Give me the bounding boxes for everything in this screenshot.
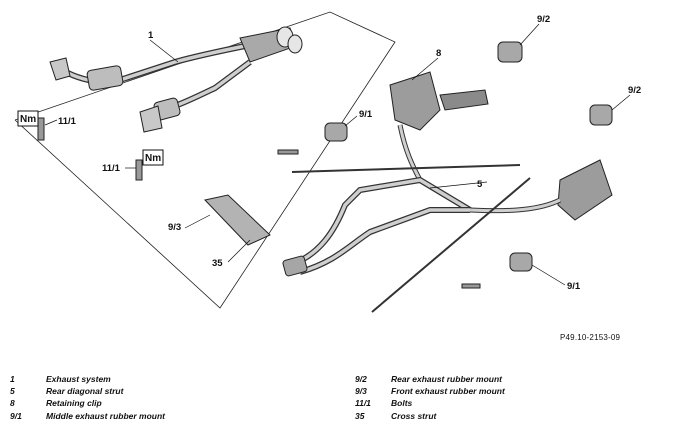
callout-11-1-upper: 11/1 <box>58 116 77 127</box>
torque-label-upper: Nm <box>20 114 36 125</box>
legend-text: Rear exhaust rubber mount <box>391 374 502 384</box>
legend-text: Retaining clip <box>46 398 102 409</box>
legend-item: 9/1 Middle exhaust rubber mount <box>10 410 165 422</box>
rear-silencer-left <box>389 71 489 182</box>
callout-9-1-lower: 9/1 <box>567 281 581 292</box>
legend-item: 11/1 Bolts <box>355 397 505 409</box>
exhaust-system-diagram: 1 8 9/2 9/2 9/1 5 9/1 9/3 35 11/1 11/1 N… <box>14 11 641 313</box>
legend-item: 8 Retaining clip <box>10 397 165 409</box>
legend-text: Rear diagonal strut <box>46 386 124 397</box>
reference-code: P49.10-2153-09 <box>560 333 621 342</box>
callout-9-3: 9/3 <box>168 222 181 233</box>
callout-9-2-right: 9/2 <box>628 85 641 96</box>
callout-9-1-middle: 9/1 <box>359 109 373 120</box>
legend-number: 5 <box>10 386 15 397</box>
legend-item: 5 Rear diagonal strut <box>10 385 165 397</box>
bolts <box>37 117 481 289</box>
diagonal-struts <box>291 164 531 313</box>
legend-number: 8 <box>10 398 15 409</box>
legend-number: 9/3 <box>355 386 367 397</box>
legend-text: Bolts <box>391 398 413 409</box>
callout-35: 35 <box>212 258 223 269</box>
legend-left: 1 Exhaust system 5 Rear diagonal strut 8… <box>10 373 165 422</box>
callout-11-1-lower: 11/1 <box>102 163 121 174</box>
leader-lines <box>44 23 631 286</box>
legend-number: 1 <box>10 374 15 384</box>
rear-silencer-right <box>469 159 613 221</box>
legend-text: Exhaust system <box>46 374 111 384</box>
callout-8: 8 <box>436 48 441 59</box>
front-pipe-assembly <box>49 26 303 133</box>
callout-9-2-top: 9/2 <box>537 14 550 25</box>
legend-number: 35 <box>355 410 365 421</box>
legend-number: 9/1 <box>10 410 22 421</box>
callout-5: 5 <box>477 179 483 190</box>
legend-text: Cross strut <box>391 410 437 421</box>
legend-item: 35 Cross strut <box>355 410 505 422</box>
callout-1: 1 <box>148 30 154 41</box>
legend-text: Front exhaust rubber mount <box>391 386 505 397</box>
legend-item: 9/2 Rear exhaust rubber mount <box>355 373 505 385</box>
legend-item: 9/3 Front exhaust rubber mount <box>355 385 505 397</box>
legend-number: 9/2 <box>355 374 367 384</box>
main-y-pipe <box>282 176 472 277</box>
torque-label-lower: Nm <box>145 153 161 164</box>
legend-text: Middle exhaust rubber mount <box>46 410 166 421</box>
legend-number: 11/1 <box>355 398 371 409</box>
rubber-mounts <box>204 41 613 272</box>
legend-right: 9/2 Rear exhaust rubber mount 9/3 Front … <box>355 373 505 422</box>
legend-item: 1 Exhaust system <box>10 373 165 385</box>
